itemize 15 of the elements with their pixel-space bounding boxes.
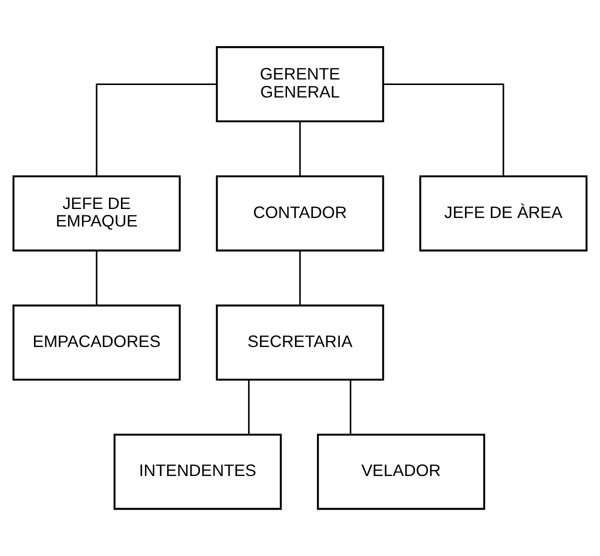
node-box: VELADOR: [316, 434, 486, 510]
connector: [248, 380, 250, 434]
node-box: CONTADOR: [216, 175, 384, 252]
connector: [96, 250, 98, 306]
node-box: JEFE DE ÀREA: [419, 175, 588, 252]
node-box: EMPACADORES: [12, 304, 181, 381]
node-box: GERENTE GENERAL: [216, 46, 384, 122]
node-box: INTENDENTES: [114, 434, 282, 510]
connector: [299, 122, 301, 176]
connector: [299, 250, 301, 306]
connector: [96, 83, 217, 176]
node-box: JEFE DE EMPAQUE: [12, 175, 181, 252]
node-box: SECRETARIA: [216, 304, 384, 381]
connector: [383, 83, 504, 176]
connector: [350, 380, 352, 434]
